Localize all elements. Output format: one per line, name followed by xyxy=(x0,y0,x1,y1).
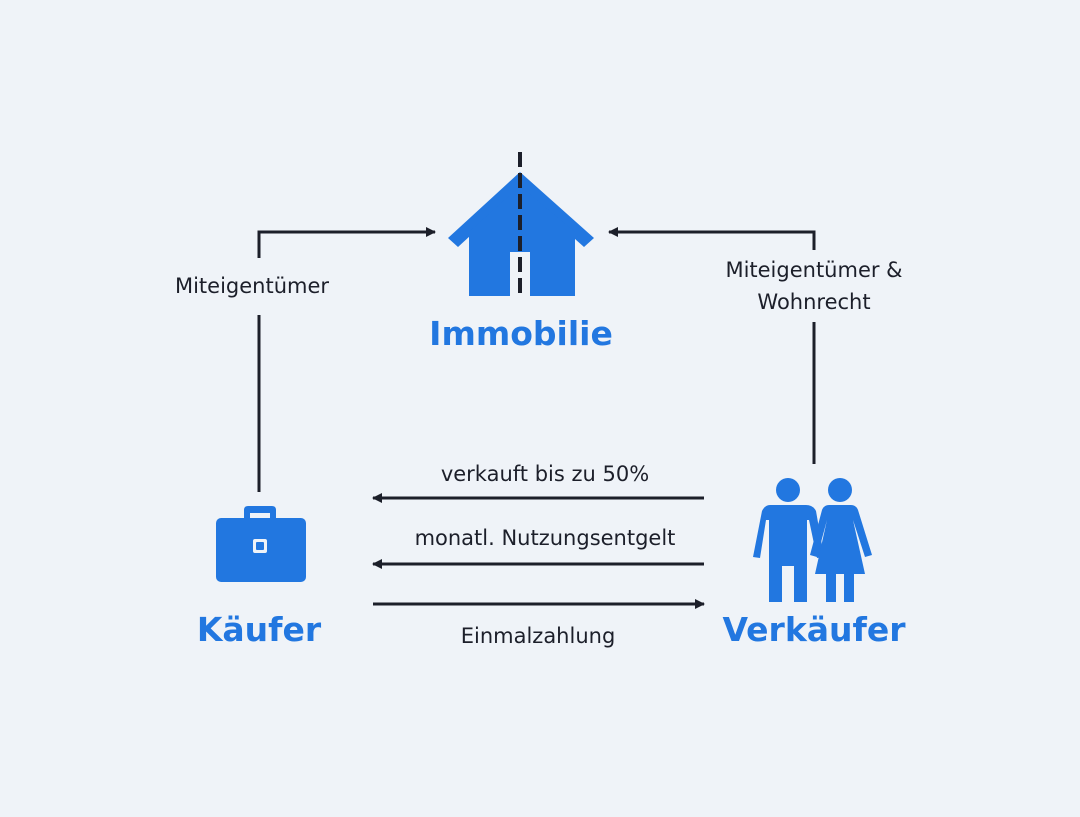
house-icon xyxy=(448,152,594,298)
edge-kaeufer-immobilie xyxy=(257,227,436,492)
node-title-immobilie: Immobilie xyxy=(429,314,613,353)
node-title-verkaeufer: Verkäufer xyxy=(722,610,906,649)
node-title-kaeufer: Käufer xyxy=(196,610,322,649)
edge-label-verkaeufer-immobilie-line2: Wohnrecht xyxy=(757,290,871,314)
briefcase-icon xyxy=(216,506,306,582)
edge-label-verkaeufer-immobilie-line1: Miteigentümer & xyxy=(725,258,903,282)
edge-label-verkauft: verkauft bis zu 50% xyxy=(440,462,650,486)
edge-label-einmalzahlung: Einmalzahlung xyxy=(460,624,616,648)
couple-icon xyxy=(753,478,872,602)
edge-label-nutzungsentgelt: monatl. Nutzungsentgelt xyxy=(414,526,676,550)
edge-label-kaeufer-immobilie: Miteigentümer xyxy=(174,274,330,298)
edge-verkaeufer-immobilie xyxy=(608,227,816,464)
